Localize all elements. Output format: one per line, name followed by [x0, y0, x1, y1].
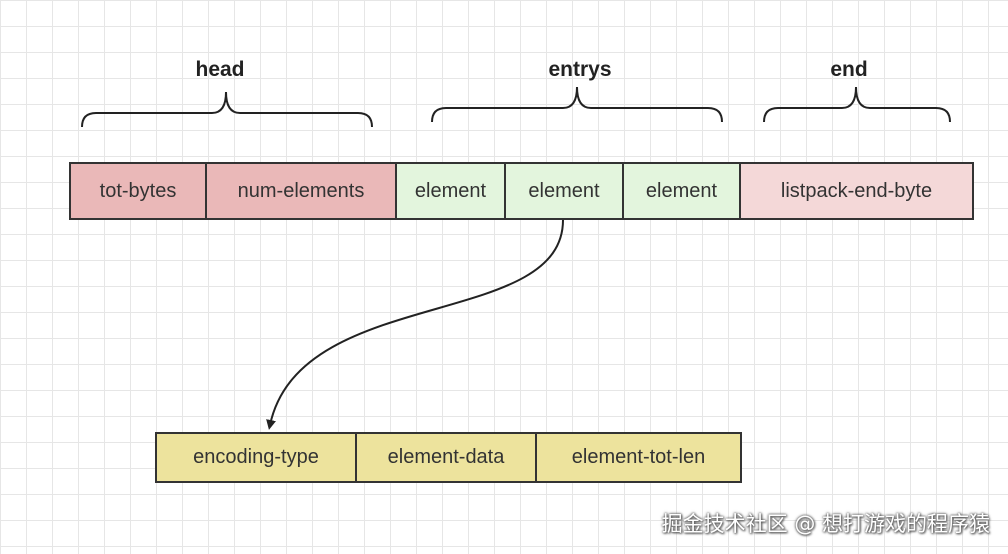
entries-label: entrys — [548, 58, 612, 81]
listpack-end-byte-cell: listpack-end-byte — [739, 162, 974, 220]
expand-arrow — [266, 219, 564, 430]
element-cell-3: element — [622, 162, 741, 220]
end-label: end — [830, 58, 868, 81]
watermark: 掘金技术社区 @ 想打游戏的程序猿 — [661, 512, 990, 536]
element-data-cell: element-data — [355, 432, 537, 483]
head-label: head — [195, 58, 245, 81]
head-brace — [81, 91, 373, 128]
num-elements-cell: num-elements — [205, 162, 397, 220]
end-brace — [763, 86, 951, 123]
encoding-type-cell: encoding-type — [155, 432, 357, 483]
element-cell-2: element — [504, 162, 624, 220]
entries-brace — [431, 86, 723, 123]
element-cell-1: element — [395, 162, 506, 220]
tot-bytes-cell: tot-bytes — [69, 162, 207, 220]
element-tot-len-cell: element-tot-len — [535, 432, 742, 483]
